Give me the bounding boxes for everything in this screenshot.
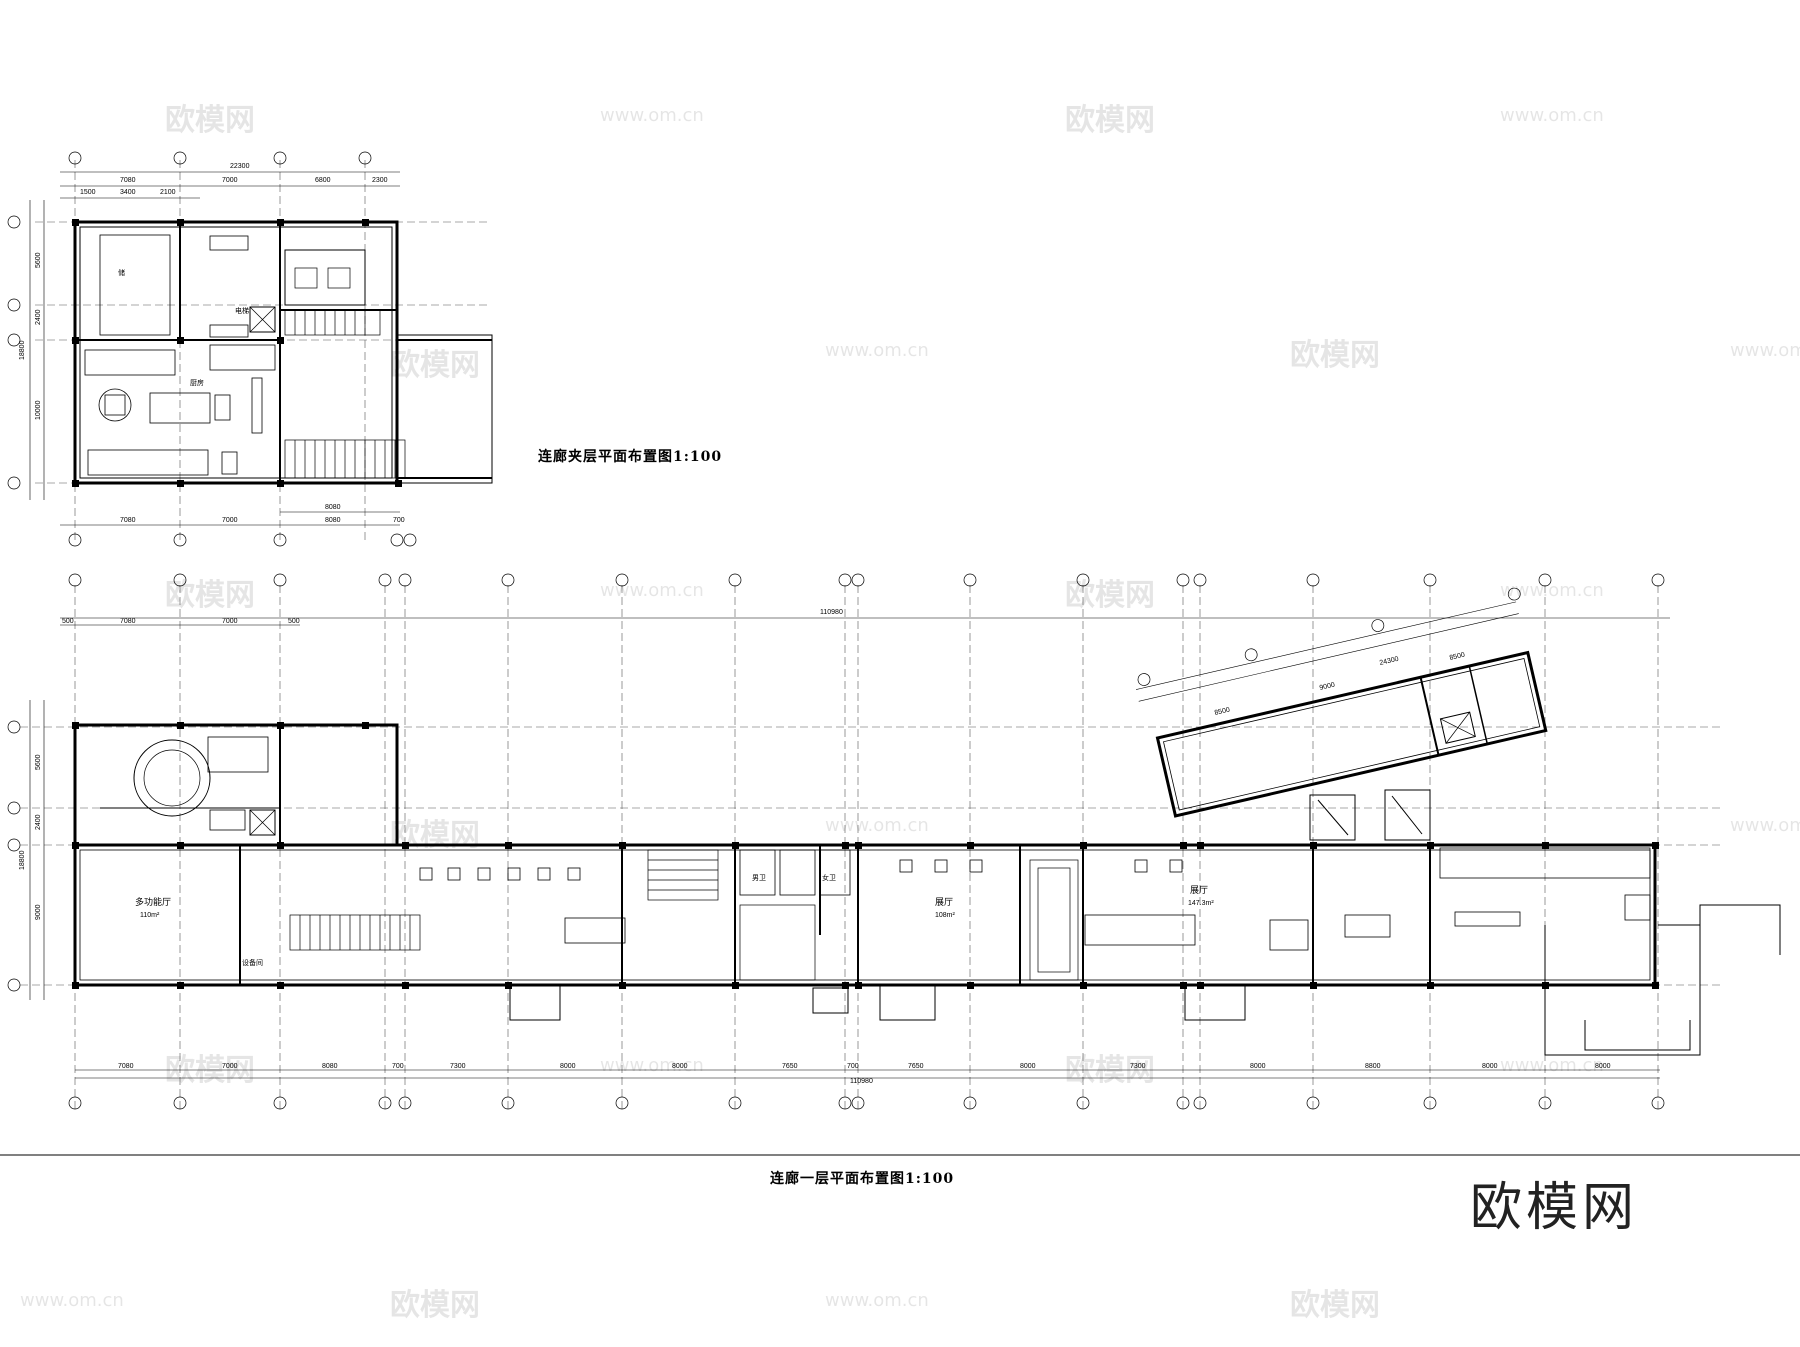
gf-skew-dim: 9000	[1319, 682, 1336, 692]
mz-left-dim: 10000	[35, 400, 42, 420]
watermark-url-faint: www.om.cn	[825, 340, 929, 361]
mz-top-dim: 7080	[120, 177, 136, 184]
gf-bottom-dim: 8000	[1020, 1063, 1036, 1070]
gf-top-dim: 7080	[120, 618, 136, 625]
gf-bottom-total: 110980	[850, 1078, 873, 1085]
watermark-logo-faint: 欧模网	[165, 578, 255, 613]
watermark-logo-faint: 欧模网	[1290, 338, 1380, 373]
gf-bottom-dim: 8000	[560, 1063, 576, 1070]
room-equipment: 设备间	[242, 958, 263, 967]
gf-top-total: 110980	[820, 609, 843, 616]
gf-bottom-dim: 7650	[908, 1063, 924, 1070]
mz-bottom-sub: 700	[393, 517, 405, 524]
room-female-wc: 女卫	[822, 873, 836, 882]
gf-bottom-dim: 8000	[1595, 1063, 1611, 1070]
watermark-url-faint: www.om.cn	[20, 1290, 124, 1311]
room-hall2: 展厅	[1190, 885, 1208, 895]
gf-skew-dim: 8500	[1449, 652, 1466, 662]
gf-skew-total: 24300	[1379, 656, 1400, 667]
watermark-url-faint: www.om.cn	[825, 815, 929, 836]
gf-skew-dim: 8500	[1214, 707, 1231, 717]
gf-bottom-dim: 8000	[1250, 1063, 1266, 1070]
gf-left-dim: 2400	[35, 814, 42, 830]
watermark-logo-faint: 欧模网	[390, 348, 480, 383]
gf-bottom-dim: 7300	[450, 1063, 466, 1070]
gf-bottom-dim: 700	[392, 1063, 404, 1070]
gf-left-dim: 5600	[35, 754, 42, 770]
gf-bottom-dim: 8000	[672, 1063, 688, 1070]
mz-bottom-sub: 8080	[325, 504, 341, 511]
watermark-logo-faint: 欧模网	[1065, 578, 1155, 613]
watermark-logo-faint: 欧模网	[390, 1288, 480, 1323]
mz-top-dim: 2300	[372, 177, 388, 184]
room-multi-hall: 多功能厅	[135, 896, 171, 907]
gf-left-dim: 9000	[35, 904, 42, 920]
gf-top-dim: 7000	[222, 618, 238, 625]
gf-top-dim: 500	[288, 618, 300, 625]
mezzanine-plan	[7, 151, 493, 547]
gf-bottom-dim: 7650	[782, 1063, 798, 1070]
ground-floor-plan	[7, 573, 1781, 1110]
mz-top-sub: 1500	[80, 189, 96, 196]
room-hall1: 展厅	[935, 897, 953, 907]
gf-bottom-dim: 7300	[1130, 1063, 1146, 1070]
watermark-logo: 欧模网	[1470, 1178, 1639, 1238]
watermark-url-faint: www.om.cn	[1730, 815, 1800, 836]
gf-top-dim: 500	[62, 618, 74, 625]
watermark-logo-faint: 欧模网	[1065, 103, 1155, 138]
mz-top-dim: 6800	[315, 177, 331, 184]
mz-left-total: 18800	[19, 340, 26, 360]
room-hall2-area: 147.3m²	[1188, 900, 1214, 907]
mz-top-dim: 7000	[222, 177, 238, 184]
gf-left-total: 18800	[19, 850, 26, 870]
room-male-wc: 男卫	[752, 874, 766, 882]
room-hall1-area: 108m²	[935, 912, 956, 919]
watermark-url-faint: www.om.cn	[1500, 105, 1604, 126]
gf-bottom-dim: 700	[847, 1063, 859, 1070]
gf-bottom-dim: 7080	[118, 1063, 134, 1070]
gf-bottom-dim: 8800	[1365, 1063, 1381, 1070]
mz-top-sub: 2100	[160, 189, 176, 196]
gf-bottom-dim: 7000	[222, 1063, 238, 1070]
mz-left-dim: 5600	[35, 252, 42, 268]
watermark-logo-faint: 欧模网	[165, 103, 255, 138]
gf-bottom-dim: 8080	[322, 1063, 338, 1070]
watermark-logo-faint: 欧模网	[1290, 1288, 1380, 1323]
watermark-url-faint: www.om.cn	[825, 1290, 929, 1311]
watermark-url-faint: www.om.cn	[600, 580, 704, 601]
watermark-url-faint: www.om.cn	[600, 105, 704, 126]
mezzanine-title: 连廊夹层平面布置图1:100	[538, 449, 723, 465]
ground-title: 连廊一层平面布置图1:100	[770, 1171, 955, 1187]
mz-top-total: 22300	[230, 163, 250, 170]
watermark-url-faint: www.om.cn	[1500, 1055, 1604, 1076]
room-multi-area: 110m²	[140, 912, 160, 919]
mz-room-label: 储	[118, 268, 125, 277]
gf-bottom-dim: 8000	[1482, 1063, 1498, 1070]
mz-left-dim: 2400	[35, 309, 42, 325]
mz-bottom-dim: 7000	[222, 517, 238, 524]
mz-bottom-dim: 8080	[325, 517, 341, 524]
mz-top-sub: 3400	[120, 189, 136, 196]
watermark-url-faint: www.om.cn	[600, 1055, 704, 1076]
mz-bottom-dim: 7080	[120, 517, 136, 524]
mz-room-label: 电梯	[235, 306, 249, 315]
watermark-logo-faint: 欧模网	[1065, 1053, 1155, 1088]
watermark-url-faint: www.om.cn	[1730, 340, 1800, 361]
watermark-url-faint: www.om.cn	[1500, 580, 1604, 601]
mz-room-label: 厨房	[190, 378, 204, 387]
